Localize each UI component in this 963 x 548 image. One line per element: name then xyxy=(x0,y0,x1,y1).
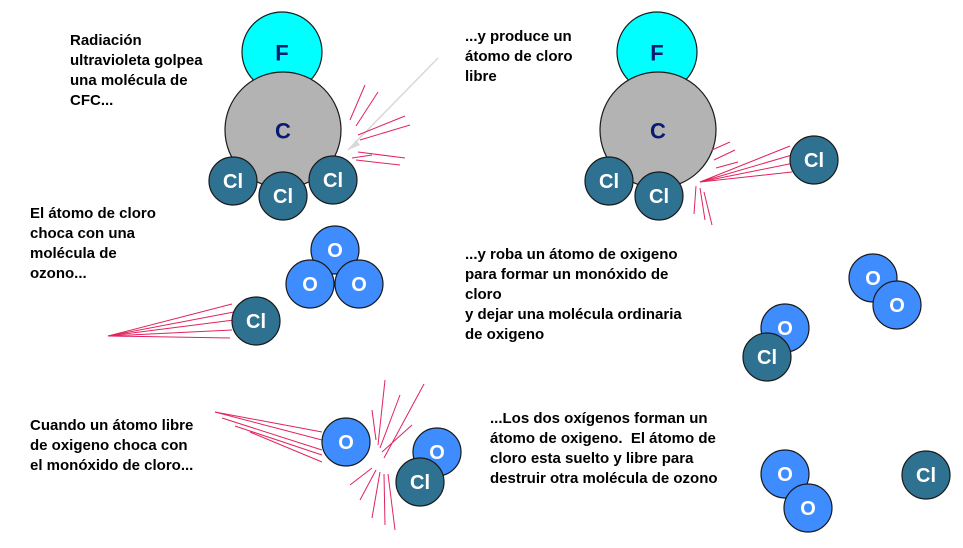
p1-chlorine-middle-atom xyxy=(258,171,308,221)
p2-chlorine-middle-label: Cl xyxy=(649,186,669,208)
p1-chlorine-left-label: Cl xyxy=(223,171,243,193)
p5-clo-chlorine-label: Cl xyxy=(410,472,430,494)
p2-motion-streak xyxy=(699,187,706,221)
p5-impact-streak xyxy=(371,409,377,441)
caption-oxygen-hits-clo: Cuando un átomo libre de oxigeno choca c… xyxy=(30,417,194,474)
p5-impact-streak xyxy=(359,469,377,501)
p3-motion-streak xyxy=(107,329,233,337)
p5-motion-streak xyxy=(214,411,323,441)
p5-clo-oxygen-label: O xyxy=(429,442,445,464)
caption-uv-hits-cfc: Radiación ultravioleta golpea una molécu… xyxy=(70,32,203,109)
p2-chlorine-middle-atom xyxy=(634,171,684,221)
p3-oxygen-top-atom xyxy=(310,225,360,275)
p4-clo-chlorine-label: Cl xyxy=(757,347,777,369)
uv-ray-arrowhead xyxy=(348,140,360,150)
caption-steals-oxygen: ...y roba un átomo de oxigeno para forma… xyxy=(465,246,682,343)
p3-oxygen-right-label: O xyxy=(351,274,367,296)
p4-o2-oxygen-b-label: O xyxy=(889,295,905,317)
p1-impact-streak xyxy=(349,84,366,121)
p3-chlorine-atom xyxy=(231,296,281,346)
p4-o2-oxygen-b-atom xyxy=(872,280,922,330)
p6-o2-oxygen-b-atom xyxy=(783,483,833,533)
p2-carbon-label: C xyxy=(650,119,666,144)
p5-impact-streak xyxy=(383,383,425,459)
p6-o2-oxygen-a-label: O xyxy=(777,464,793,486)
p5-impact-streak xyxy=(379,394,401,449)
p1-chlorine-right-atom xyxy=(308,155,358,205)
p5-impact-streak xyxy=(371,471,381,519)
p3-motion-streak xyxy=(107,311,235,337)
p5-motion-streak xyxy=(221,417,323,451)
p5-motion-streak xyxy=(234,425,323,456)
p1-impact-streak xyxy=(359,124,411,141)
p5-motion-streak xyxy=(214,411,323,433)
p5-clo-chlorine-atom xyxy=(395,457,445,507)
p1-chlorine-middle-label: Cl xyxy=(273,186,293,208)
p2-chlorine-left-atom xyxy=(584,156,634,206)
p2-free-chlorine-label: Cl xyxy=(804,150,824,172)
p1-carbon-label: C xyxy=(275,119,291,144)
p1-impact-streak xyxy=(351,154,373,159)
p1-impact-streak xyxy=(355,91,379,127)
p2-motion-streak xyxy=(699,171,793,183)
p3-oxygen-left-atom xyxy=(285,259,335,309)
caption-chlorine-hits-ozone: El átomo de cloro choca con una molécula… xyxy=(30,205,156,282)
p5-free-oxygen-label: O xyxy=(338,432,354,454)
p4-clo-chlorine-atom xyxy=(742,332,792,382)
p2-motion-streak xyxy=(713,149,736,161)
p2-motion-streak xyxy=(711,141,731,151)
p5-impact-streak xyxy=(381,424,413,453)
p1-fluorine-label: F xyxy=(275,41,288,66)
p6-o2-oxygen-b-label: O xyxy=(800,498,816,520)
caption-oxygens-combine: ...Los dos oxígenos forman un átomo de o… xyxy=(490,410,718,487)
p2-motion-streak xyxy=(715,161,739,169)
p1-impact-streak xyxy=(357,151,406,159)
p2-chlorine-left-label: Cl xyxy=(599,171,619,193)
p5-motion-streak xyxy=(249,431,323,463)
p3-oxygen-left-label: O xyxy=(302,274,318,296)
p3-oxygen-right-atom xyxy=(334,259,384,309)
uv-ray xyxy=(347,57,439,151)
p3-motion-streak xyxy=(107,303,233,337)
p2-motion-streak xyxy=(699,154,793,183)
p2-fluorine-label: F xyxy=(650,41,663,66)
p5-impact-streak xyxy=(383,473,386,526)
p2-motion-streak xyxy=(699,162,795,183)
p3-motion-streak xyxy=(107,335,231,339)
p5-impact-streak xyxy=(387,473,396,531)
p6-free-chlorine-label: Cl xyxy=(916,465,936,487)
p3-motion-streak xyxy=(107,319,235,337)
p5-free-oxygen-atom xyxy=(321,417,371,467)
p4-clo-oxygen-label: O xyxy=(777,318,793,340)
p3-oxygen-top-label: O xyxy=(327,240,343,262)
p4-o2-oxygen-a-label: O xyxy=(865,268,881,290)
p1-impact-streak xyxy=(355,159,401,166)
p2-free-chlorine-atom xyxy=(789,135,839,185)
p1-impact-streak xyxy=(357,115,406,136)
p5-impact-streak xyxy=(377,379,386,446)
p3-chlorine-label: Cl xyxy=(246,311,266,333)
p1-chlorine-right-label: Cl xyxy=(323,170,343,192)
p5-impact-streak xyxy=(349,467,373,486)
caption-free-chlorine: ...y produce un átomo de cloro libre xyxy=(465,28,573,85)
p1-chlorine-left-atom xyxy=(208,156,258,206)
p2-motion-streak xyxy=(699,145,791,183)
p2-motion-streak xyxy=(693,185,697,215)
p6-free-chlorine-atom xyxy=(901,450,951,500)
p2-motion-streak xyxy=(703,191,713,226)
